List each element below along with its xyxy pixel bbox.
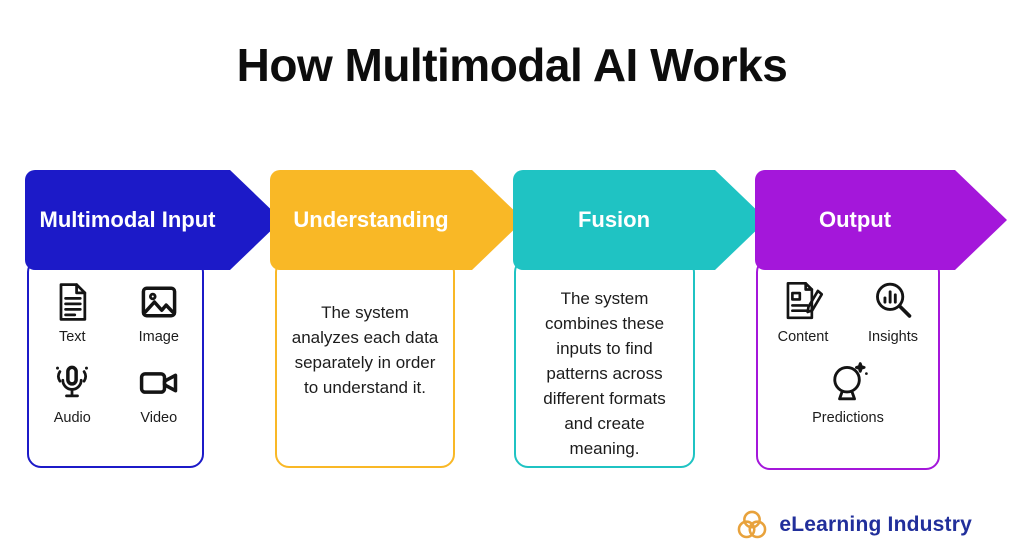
crystal-ball-icon xyxy=(825,359,871,405)
input-item-audio: Audio xyxy=(50,361,94,426)
input-item-label: Image xyxy=(138,329,179,345)
microphone-icon xyxy=(50,361,94,405)
input-item-label: Text xyxy=(58,329,86,345)
input-item-text: Text xyxy=(50,280,94,345)
brand-knot-icon xyxy=(734,507,770,543)
step-arrow-point xyxy=(955,170,1007,270)
step-output: Output Content Insights xyxy=(755,170,1007,470)
step-label: Understanding xyxy=(293,207,449,233)
step-arrow-fusion: Fusion xyxy=(513,170,767,270)
input-icon-grid: Text Image Audio xyxy=(29,260,202,426)
document-icon xyxy=(50,280,94,324)
video-camera-icon xyxy=(137,361,181,405)
step-box-fusion: The system combines these inputs to find… xyxy=(514,258,695,468)
step-multimodal-input: Multimodal Input Text Image xyxy=(25,170,282,468)
output-item-label: Insights xyxy=(868,329,918,345)
input-item-video: Video xyxy=(137,361,181,426)
insights-magnifier-icon xyxy=(870,278,916,324)
step-box-output: Content Insights Predictions xyxy=(756,258,940,470)
step-box-multimodal-input: Text Image Audio xyxy=(27,258,204,468)
step-arrow-body: Understanding xyxy=(270,170,472,270)
output-item-label: Content xyxy=(777,329,829,345)
step-description: The system combines these inputs to find… xyxy=(543,289,666,458)
input-item-image: Image xyxy=(137,280,181,345)
step-fusion: Fusion The system combines these inputs … xyxy=(513,170,767,468)
step-arrow-body: Output xyxy=(755,170,955,270)
step-label: Output xyxy=(818,207,892,233)
output-item-insights: Insights xyxy=(868,278,918,345)
step-arrow-output: Output xyxy=(755,170,1007,270)
step-description: The system analyzes each data separately… xyxy=(291,303,439,397)
image-icon xyxy=(137,280,181,324)
step-arrow-body: Multimodal Input xyxy=(25,170,230,270)
content-edit-icon xyxy=(780,278,826,324)
brand-footer: eLearning Industry xyxy=(734,507,972,543)
input-item-label: Video xyxy=(140,410,178,426)
brand-name: eLearning Industry xyxy=(779,513,972,536)
output-icon-grid: Content Insights Predictions xyxy=(758,260,938,426)
step-arrow-multimodal-input: Multimodal Input xyxy=(25,170,282,270)
step-label: Multimodal Input xyxy=(39,207,216,233)
step-label: Fusion xyxy=(577,207,651,233)
input-item-label: Audio xyxy=(53,410,91,426)
step-arrow-body: Fusion xyxy=(513,170,715,270)
output-item-label: Predictions xyxy=(812,410,884,426)
page-title: How Multimodal AI Works xyxy=(236,39,788,91)
step-arrow-understanding: Understanding xyxy=(270,170,524,270)
output-item-predictions: Predictions xyxy=(812,359,884,426)
step-box-understanding: The system analyzes each data separately… xyxy=(275,258,455,468)
output-item-content: Content xyxy=(777,278,829,345)
step-understanding: Understanding The system analyzes each d… xyxy=(270,170,524,468)
